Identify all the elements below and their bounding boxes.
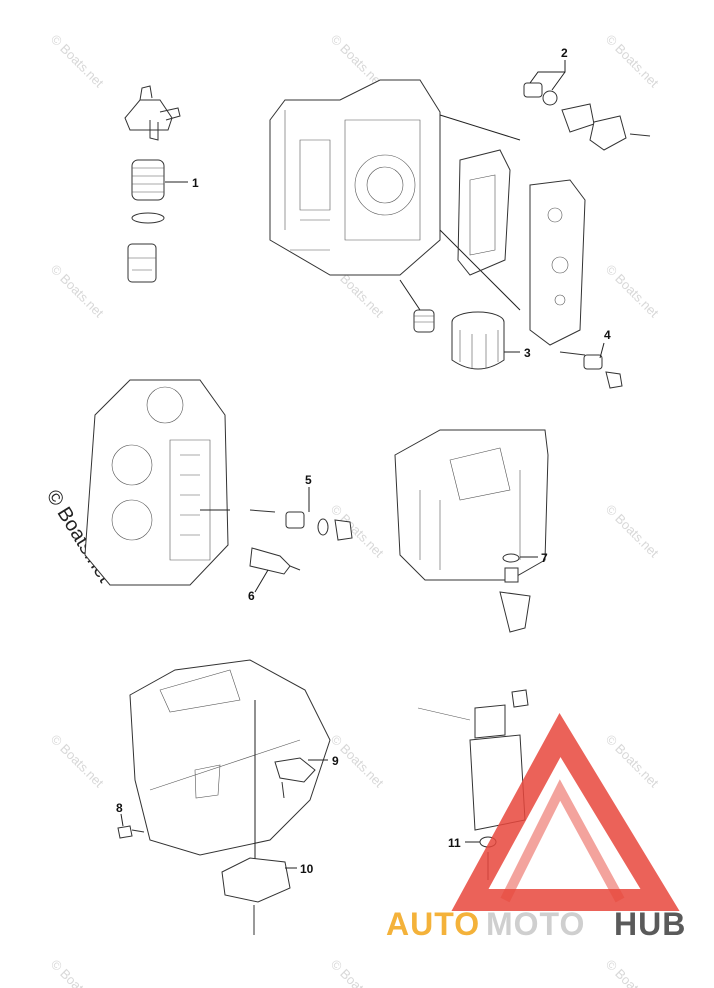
logo-triangle bbox=[451, 712, 680, 911]
callout-6: 6 bbox=[248, 589, 255, 603]
oil-filter bbox=[413, 309, 505, 370]
tilt-cylinder bbox=[417, 689, 529, 880]
drain-screw bbox=[117, 825, 145, 839]
callout-2: 2 bbox=[561, 46, 568, 60]
callout-7: 7 bbox=[541, 551, 548, 565]
automotohub-logo: AUTO MOTO HUB bbox=[386, 712, 686, 942]
callout-9: 9 bbox=[332, 754, 339, 768]
watermark-text: © Boats.net bbox=[603, 262, 662, 321]
cylinder-head bbox=[84, 379, 230, 586]
fuel-filter-assembly bbox=[124, 85, 181, 283]
thermostat-parts bbox=[249, 509, 353, 541]
callout-11: 11 bbox=[448, 836, 461, 850]
callout-5: 5 bbox=[305, 473, 312, 487]
watermark-text: © Boats.net bbox=[48, 32, 107, 91]
watermark-text: © Boats.net bbox=[603, 957, 662, 988]
logo-text-moto: MOTO bbox=[486, 906, 585, 942]
watermark-text: © Boats.net bbox=[48, 732, 107, 791]
watermark-text: © Boats.net bbox=[603, 32, 662, 91]
water-seal-parts bbox=[523, 82, 651, 151]
callouts: 1 2 3 4 5 6 7 8 9 10 11 bbox=[116, 46, 611, 876]
gasket bbox=[457, 149, 511, 276]
lower-casing bbox=[129, 659, 331, 880]
logo-text-auto: AUTO bbox=[386, 906, 480, 942]
watermark-text: © Boats.net bbox=[328, 957, 387, 988]
callout-8: 8 bbox=[116, 801, 123, 815]
lower-anode bbox=[221, 857, 291, 935]
logo-text-hub: HUB bbox=[614, 906, 686, 942]
callout-10: 10 bbox=[300, 862, 314, 876]
watermark-text: © Boats.net bbox=[48, 957, 107, 988]
anode-trim-tab bbox=[274, 757, 316, 799]
callout-4: 4 bbox=[604, 328, 611, 342]
watermark-text: © Boats.net bbox=[603, 732, 662, 791]
watermark-text: © Boats.net bbox=[603, 502, 662, 561]
oil-pan bbox=[394, 429, 549, 633]
cylinder-block bbox=[269, 79, 521, 311]
watermark-text: © Boats.net bbox=[48, 262, 107, 321]
oil-pump-cover bbox=[529, 179, 586, 346]
callout-3: 3 bbox=[524, 346, 531, 360]
spark-plug bbox=[249, 547, 301, 575]
relief-valve bbox=[559, 351, 623, 389]
callout-1: 1 bbox=[192, 176, 199, 190]
